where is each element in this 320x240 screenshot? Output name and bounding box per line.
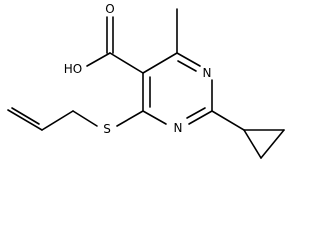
atom-label-ring-nitrogen-top: N — [203, 66, 212, 80]
bond-c2-n3-inner — [186, 107, 206, 119]
bond-c-oh — [86, 52, 111, 67]
bond-c6-n1 — [176, 52, 201, 67]
bond-c2-cyclopropyl — [211, 110, 245, 131]
atom-label-sulfur: S — [103, 122, 111, 136]
bond-c2-n3 — [188, 110, 213, 125]
bond-cp-1 — [243, 129, 262, 159]
atom-label-ring-nitrogen-bottom: N — [174, 121, 183, 135]
allylthio-group — [7, 107, 144, 131]
pyrimidine-ring — [142, 52, 213, 125]
molecule-diagram: HO O N N S — [7, 2, 285, 159]
bond-n3-c4 — [142, 110, 167, 125]
bond-c6-n1-inner — [177, 60, 197, 72]
bond-c4-s — [116, 110, 144, 127]
structure-drawing: HO O N N S — [7, 2, 285, 159]
bond-cp-2 — [260, 129, 285, 159]
carboxylic-acid-group — [86, 16, 144, 74]
bond-vinyl-b — [11, 107, 40, 125]
atom-label-carbonyl-oxygen: O — [105, 2, 114, 16]
cyclopropyl-group — [211, 110, 285, 159]
bond-s-ch2 — [72, 110, 98, 127]
bond-c5-c6 — [142, 52, 178, 74]
bond-ch2-ch — [41, 110, 74, 131]
bond-vinyl-a — [7, 109, 43, 131]
bond-c5-carboxyl — [109, 52, 144, 74]
atom-label-hydroxyl: HO — [64, 62, 82, 76]
